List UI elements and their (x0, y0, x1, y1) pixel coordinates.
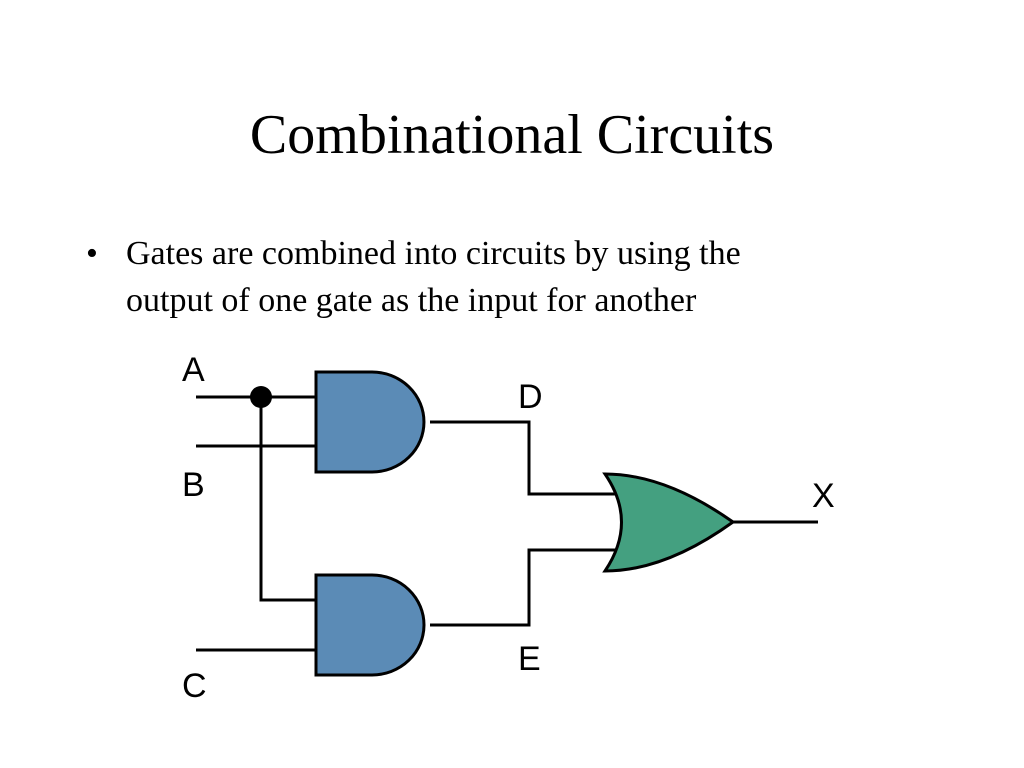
output-label-x: X (812, 477, 835, 515)
input-label-b: B (182, 466, 205, 504)
bullet-line-1: Gates are combined into circuits by usin… (126, 235, 741, 272)
wire-a-branch (259, 397, 316, 602)
wire-d (430, 420, 618, 496)
wire-e (430, 548, 618, 627)
bullet-marker: • (86, 235, 98, 272)
bullet-item: • Gates are combined into circuits by us… (86, 230, 906, 324)
and-gate-e (314, 573, 426, 677)
input-label-a: A (182, 351, 205, 389)
slide-title: Combinational Circuits (249, 104, 775, 166)
or-gate-x (602, 472, 736, 573)
and-gate-d (314, 370, 426, 474)
junction-dot (250, 386, 272, 408)
label-d: D (518, 378, 543, 416)
bullet-text: Gates are combined into circuits by usin… (126, 230, 906, 324)
input-label-c: C (182, 667, 207, 705)
bullet-line-2: output of one gate as the input for anot… (126, 282, 697, 319)
label-e: E (518, 640, 541, 678)
